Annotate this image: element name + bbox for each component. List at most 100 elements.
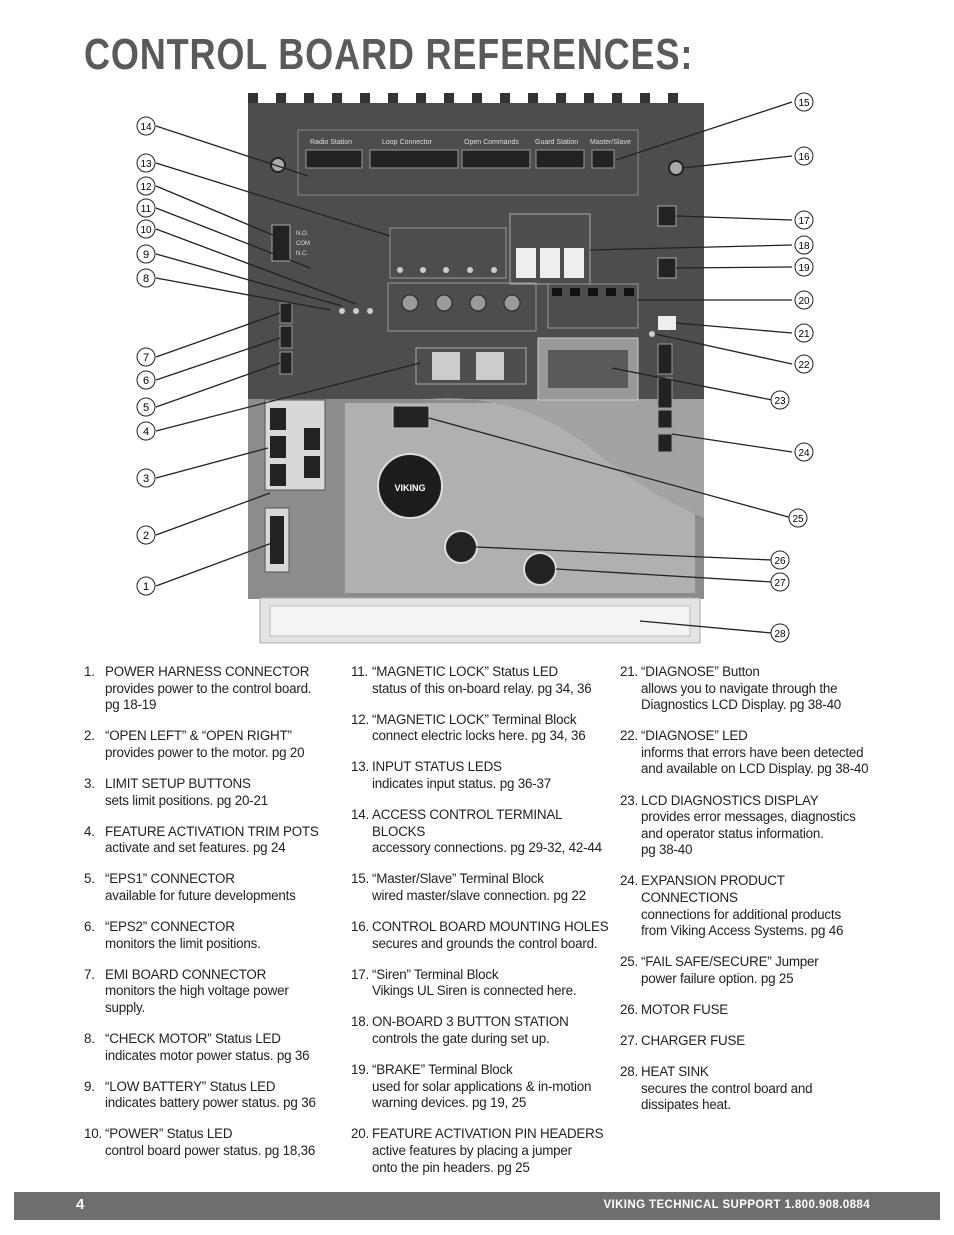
reference-title: “MAGNETIC LOCK” Status LED xyxy=(372,664,559,679)
svg-text:4: 4 xyxy=(143,426,149,438)
callout-25: 25 xyxy=(788,508,808,528)
trim-pot-panel xyxy=(387,282,537,332)
callout-22: 22 xyxy=(794,354,814,374)
svg-text:8: 8 xyxy=(143,273,149,285)
brake-terminal xyxy=(657,257,677,279)
fail-safe-jumper xyxy=(392,405,430,429)
reference-title: ACCESS CONTROL TERMINAL BLOCKS xyxy=(372,807,562,839)
svg-text:15: 15 xyxy=(798,98,810,109)
callout-3: 3 xyxy=(136,468,156,488)
callout-7: 7 xyxy=(136,347,156,367)
reference-title: LCD DIAGNOSTICS DISPLAY xyxy=(641,792,819,808)
terminal-block-master xyxy=(591,149,615,169)
terminal-label-radio: Radio Station xyxy=(310,139,352,146)
reference-number: 25. xyxy=(620,954,639,970)
callout-5: 5 xyxy=(136,397,156,417)
reference-title: “DIAGNOSE” Button xyxy=(641,664,760,679)
terminal-block-loop xyxy=(369,149,459,169)
callout-17: 17 xyxy=(794,210,814,230)
mounting-hole-right xyxy=(668,160,684,176)
svg-text:5: 5 xyxy=(143,402,149,414)
reference-description: wired master/slave connection. pg 22 xyxy=(372,887,586,903)
reference-title: POWER HARNESS CONNECTOR xyxy=(105,664,310,679)
motor-fuse xyxy=(444,530,478,564)
mounting-hole-left xyxy=(270,157,286,173)
reference-number: 24. xyxy=(620,873,639,889)
callout-20: 20 xyxy=(794,290,814,310)
support-phone: VIKING TECHNICAL SUPPORT 1.800.908.0884 xyxy=(603,1199,870,1211)
reference-title: “EPS2” CONNECTOR xyxy=(105,919,235,935)
reference-number: 15. xyxy=(351,871,370,887)
callout-12: 12 xyxy=(136,176,156,196)
svg-text:3: 3 xyxy=(143,473,149,485)
reference-number: 9. xyxy=(84,1078,95,1094)
charger-fuse xyxy=(523,552,557,586)
reference-description: allows you to navigate through the Diagn… xyxy=(641,680,842,713)
diagnose-button xyxy=(658,316,676,330)
terminal-label-master: Master/Slave xyxy=(590,139,631,146)
reference-description: monitors the limit positions. xyxy=(105,935,261,951)
callout-15: 15 xyxy=(794,92,814,112)
eps1-connector xyxy=(279,302,293,324)
callout-28: 28 xyxy=(770,623,790,643)
callout-13: 13 xyxy=(136,153,156,173)
reference-number: 7. xyxy=(84,966,95,982)
terminal-block-open xyxy=(461,149,531,169)
reference-item: 27.CHARGER FUSE xyxy=(620,1033,882,1050)
reference-description: active features by placing a jumper onto… xyxy=(372,1142,572,1175)
reference-number: 22. xyxy=(620,728,639,744)
reference-number: 28. xyxy=(620,1064,639,1080)
reference-description: provides error messages, diagnostics and… xyxy=(641,809,856,858)
reference-title: EMI BOARD CONNECTOR xyxy=(105,966,267,982)
reference-number: 6. xyxy=(84,919,95,935)
reference-title: “CHECK MOTOR” Status LED xyxy=(105,1031,281,1046)
callout-4: 4 xyxy=(136,421,156,441)
reference-description: secures the control board and dissipates… xyxy=(641,1080,813,1113)
page-number: 4 xyxy=(76,1196,85,1213)
svg-text:27: 27 xyxy=(774,578,786,589)
svg-text:17: 17 xyxy=(798,216,810,227)
reference-title: EXPANSION PRODUCT CONNECTIONS xyxy=(641,873,785,906)
reference-description: controls the gate during set up. xyxy=(372,1031,550,1046)
pin-header-panel xyxy=(547,283,639,329)
svg-text:14: 14 xyxy=(140,122,152,133)
reference-title: FEATURE ACTIVATION TRIM POTS xyxy=(105,823,319,839)
reference-description: connections for additional products from… xyxy=(641,906,844,939)
limit-setup-panel xyxy=(415,347,527,385)
reference-title: CHARGER FUSE xyxy=(641,1033,745,1049)
reference-title: FEATURE ACTIVATION PIN HEADERS xyxy=(372,1126,604,1142)
callout-21: 21 xyxy=(794,323,814,343)
callout-2: 2 xyxy=(136,525,156,545)
reference-description: indicates motor power status. pg 36 xyxy=(105,1047,310,1063)
emi-connector xyxy=(279,351,293,375)
reference-description: secures and grounds the control board. xyxy=(372,935,598,951)
svg-text:12: 12 xyxy=(140,182,152,193)
svg-text:19: 19 xyxy=(798,263,810,274)
reference-number: 20. xyxy=(351,1126,370,1142)
reference-title: “POWER” Status LED xyxy=(105,1126,233,1142)
reference-title: ON-BOARD 3 BUTTON STATION xyxy=(372,1014,569,1030)
reference-number: 5. xyxy=(84,871,95,887)
svg-text:VIKING: VIKING xyxy=(394,483,425,493)
reference-title: “OPEN LEFT” & “OPEN RIGHT” xyxy=(105,728,292,744)
reference-number: 12. xyxy=(351,711,370,727)
reference-description: indicates battery power status. pg 36 xyxy=(105,1095,316,1111)
